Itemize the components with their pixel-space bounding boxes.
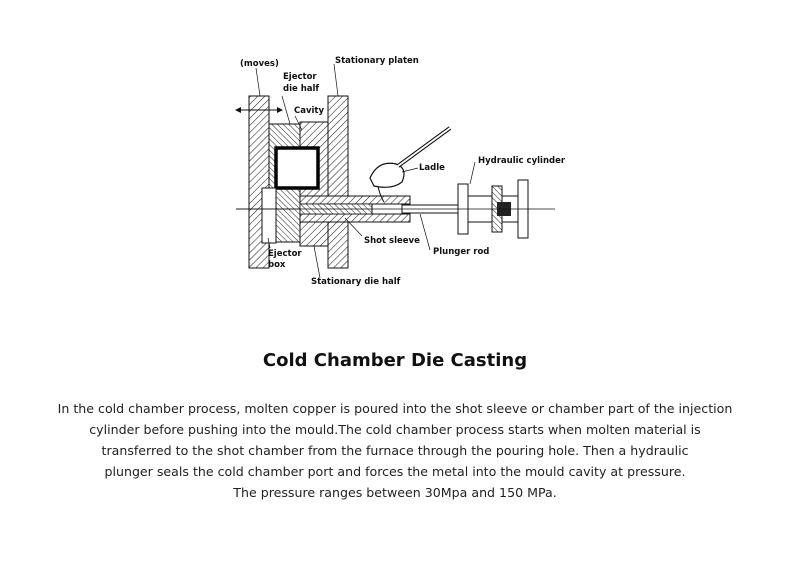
description-line: cylinder before pushing into the mould.T… [89,422,701,437]
description-line: plunger seals the cold chamber port and … [104,464,686,479]
page-title: Cold Chamber Die Casting [262,350,528,371]
label-ejector-die-half-1: Ejector [283,72,317,82]
description-line: The pressure ranges between 30Mpa and 15… [233,485,557,500]
label-cavity: Cavity [294,106,324,116]
ejector-box [261,187,277,244]
label-stationary-die-half: Stationary die half [311,277,401,287]
label-hydraulic-cylinder: Hydraulic cylinder [478,156,566,166]
label-ladle: Ladle [419,163,445,173]
label-plunger-rod: Plunger rod [433,247,489,257]
description: In the cold chamber process, molten copp… [55,398,735,503]
label-stationary-platen: Stationary platen [335,56,419,66]
label-ejector-die-half-2: die half [283,84,319,94]
label-ejector-box-1: Ejector [268,249,302,259]
label-moves: (moves) [240,59,279,69]
cold-chamber-diagram: (moves) Stationary platen Ejector die ha… [235,56,566,287]
description-line: In the cold chamber process, molten copp… [57,401,733,416]
cavity-outline [274,146,320,190]
description-line: transferred to the shot chamber from the… [101,443,689,458]
label-shot-sleeve: Shot sleeve [364,236,420,246]
stationary-platen [327,95,349,269]
ladle [369,126,452,203]
label-ejector-box-2: box [268,260,286,270]
